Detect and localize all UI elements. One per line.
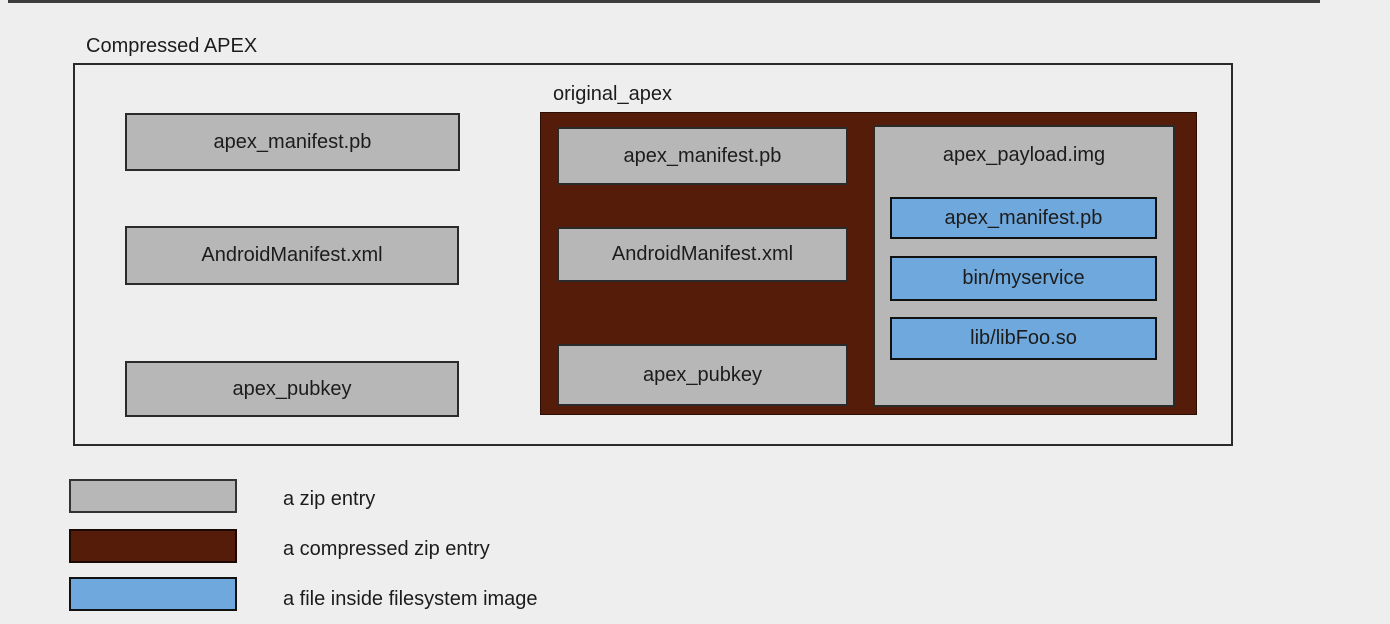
inner-zip-entry-apex-pubkey: apex_pubkey bbox=[557, 344, 848, 406]
legend-label-zip-entry: a zip entry bbox=[283, 487, 376, 510]
legend-swatch-zip-entry bbox=[69, 479, 237, 513]
legend-swatch-fs-image-file bbox=[69, 577, 237, 611]
zip-entry-apex-manifest: apex_manifest.pb bbox=[125, 113, 460, 171]
fs-file-bin-myservice: bin/myservice bbox=[890, 256, 1157, 301]
legend-swatch-compressed-zip-entry bbox=[69, 529, 237, 563]
compressed-apex-container bbox=[73, 63, 1233, 446]
zip-entry-android-manifest: AndroidManifest.xml bbox=[125, 226, 459, 285]
zip-entry-apex-pubkey: apex_pubkey bbox=[125, 361, 459, 417]
inner-zip-entry-apex-manifest: apex_manifest.pb bbox=[557, 127, 848, 185]
original-apex-label: original_apex bbox=[553, 83, 672, 105]
inner-zip-entry-android-manifest: AndroidManifest.xml bbox=[557, 227, 848, 282]
legend-label-fs-image-file: a file inside filesystem image bbox=[283, 587, 538, 610]
legend-label-compressed-zip-entry: a compressed zip entry bbox=[283, 537, 490, 560]
apex-payload-img-box: apex_payload.img apex_manifest.pb bin/my… bbox=[873, 125, 1175, 407]
apex-payload-img-label: apex_payload.img bbox=[942, 144, 1106, 166]
top-edge-line bbox=[8, 0, 1320, 3]
fs-file-apex-manifest: apex_manifest.pb bbox=[890, 197, 1157, 239]
fs-file-lib-libfoo: lib/libFoo.so bbox=[890, 317, 1157, 360]
diagram-title: Compressed APEX bbox=[86, 35, 258, 57]
